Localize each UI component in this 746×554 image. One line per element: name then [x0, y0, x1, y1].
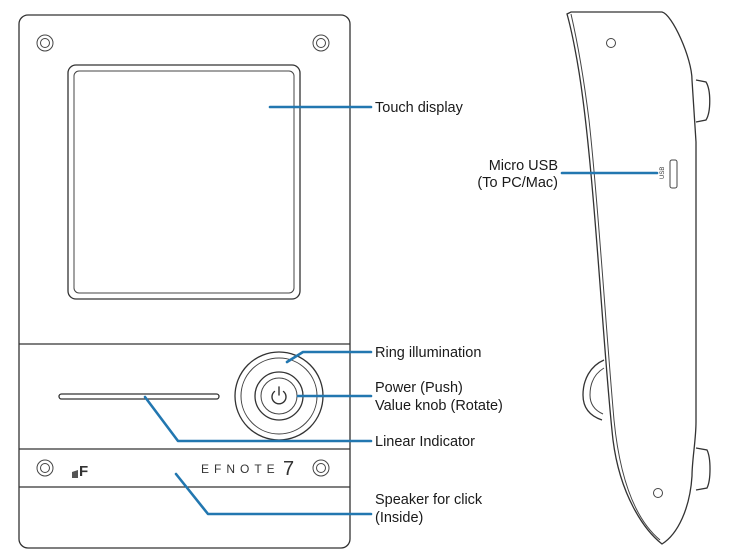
linear-indicator: [58, 393, 220, 400]
screw-icon: [36, 34, 54, 52]
brand-text: EFNOTE: [201, 462, 280, 476]
touch-display: [67, 64, 301, 300]
label-speaker-line2: (Inside): [375, 510, 423, 526]
knob-profile: [582, 359, 605, 421]
label-power-line1: Power (Push): [375, 380, 463, 396]
screw-icon: [653, 488, 663, 498]
callout-labels: Touch display Micro USB (To PC/Mac) Ring…: [375, 100, 558, 526]
usb-port-label: USB: [660, 167, 666, 179]
front-view: F EFNOTE 7: [18, 14, 351, 549]
screw-icon: [606, 38, 616, 48]
front-body: [18, 14, 351, 549]
label-linear-indicator: Linear Indicator: [375, 434, 475, 450]
logo-letter: F: [79, 463, 88, 480]
leader-lines: [143, 105, 659, 516]
side-view: USB: [566, 11, 711, 545]
label-micro-usb-line2: (To PC/Mac): [477, 175, 558, 191]
leader-linear-indicator: [143, 395, 373, 443]
micro-usb-port: USB: [660, 159, 678, 189]
touch-display-inner: [73, 70, 295, 294]
model-number: 7: [283, 458, 294, 480]
leader-speaker: [174, 472, 373, 516]
label-power-line2: Value knob (Rotate): [375, 398, 503, 414]
label-micro-usb-line1: Micro USB: [489, 158, 558, 174]
screw-icon: [312, 459, 330, 477]
rear-bump: [695, 447, 711, 491]
label-touch-display: Touch display: [375, 100, 464, 116]
label-ring-illumination: Ring illumination: [375, 345, 481, 361]
label-speaker-line1: Speaker for click: [375, 492, 483, 508]
power-icon: [271, 386, 287, 405]
screw-icon: [312, 34, 330, 52]
leader-ring-illumination: [285, 350, 373, 364]
screw-icon: [36, 459, 54, 477]
rear-bump: [695, 79, 711, 123]
side-body: [566, 11, 697, 545]
efnote-logo-icon: F: [72, 463, 88, 480]
